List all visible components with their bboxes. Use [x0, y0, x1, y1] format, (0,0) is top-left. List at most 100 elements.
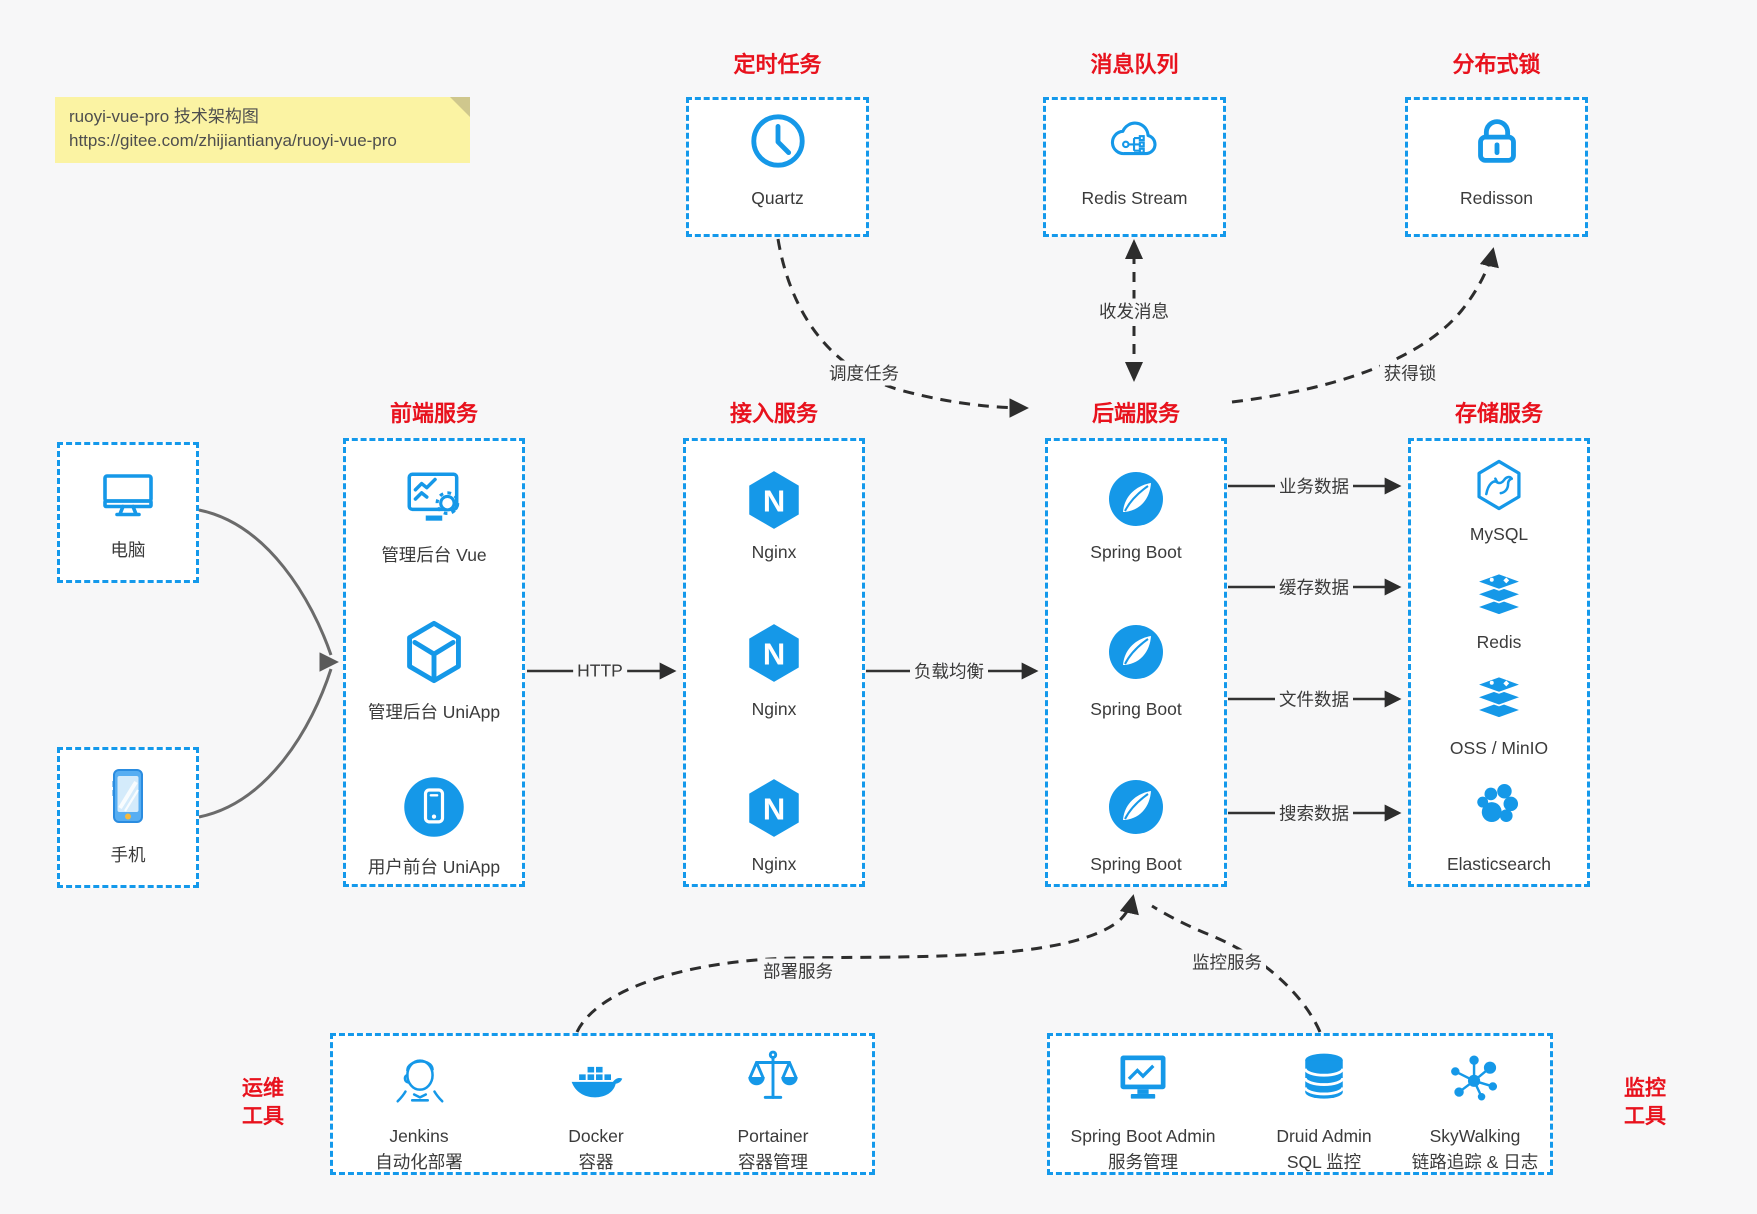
- spring-boot-label-1: Spring Boot: [1090, 542, 1182, 562]
- quartz-box: Quartz: [686, 97, 869, 237]
- portainer-sublabel: 容器管理: [738, 1152, 808, 1172]
- cloud-network-icon: [1110, 121, 1157, 156]
- skywalking-label: SkyWalking: [1429, 1126, 1521, 1146]
- group-title-frontend: 前端服务: [389, 401, 478, 426]
- spring-boot-icon: [1109, 625, 1163, 679]
- redis-stream-label: Redis Stream: [1081, 188, 1188, 208]
- load-balance-label: 负载均衡: [910, 658, 988, 684]
- ops-tools-box: Jenkins 自动化部署 Docker 容器: [330, 1033, 875, 1175]
- spring-boot-icon: [1109, 780, 1163, 834]
- edge-messages-arrow-down: [1125, 362, 1143, 382]
- group-title-message-queue: 消息队列: [1090, 52, 1179, 77]
- redis-label: Redis: [1476, 632, 1522, 652]
- elasticsearch-icon: [1477, 783, 1519, 823]
- quartz-label: Quartz: [751, 188, 804, 208]
- druid-admin-label: Druid Admin: [1276, 1126, 1372, 1146]
- deploy-label: 部署服务: [759, 958, 837, 984]
- http-label: HTTP: [573, 660, 627, 682]
- edge-messages-arrow-up: [1125, 239, 1143, 259]
- topology-icon: [1451, 1055, 1498, 1101]
- jenkins-item: Jenkins 自动化部署: [334, 1036, 504, 1172]
- lock-label: 获得锁: [1379, 360, 1441, 386]
- ops-tools-side-label: 运维 工具: [233, 1075, 293, 1131]
- spring-boot-icon: [1109, 472, 1163, 526]
- skywalking-item: SkyWalking 链路追踪 & 日志: [1385, 1036, 1565, 1172]
- pc-client-box: 电脑: [57, 442, 199, 583]
- search-data-label: 搜索数据: [1275, 800, 1353, 826]
- business-data-label: 业务数据: [1275, 473, 1353, 499]
- oss-minio-label: OSS / MinIO: [1449, 738, 1549, 758]
- nginx-icon: N: [749, 624, 799, 682]
- lock-icon: [1477, 119, 1516, 163]
- nginx-label-3: Nginx: [751, 854, 797, 874]
- user-uniapp-label: 用户前台 UniApp: [367, 857, 501, 877]
- pc-label: 电脑: [110, 540, 146, 560]
- file-data-label: 文件数据: [1275, 686, 1353, 712]
- storage-box: MySQL Redis: [1408, 438, 1590, 887]
- clock-icon: [750, 114, 805, 168]
- phone-client-box: 手机: [57, 747, 199, 888]
- database-icon: [1303, 1053, 1345, 1099]
- mysql-label: MySQL: [1469, 524, 1529, 544]
- note-title: ruoyi-vue-pro 技术架构图: [69, 107, 259, 126]
- uniapp-cube-icon: [407, 620, 461, 684]
- svg-text:N: N: [763, 483, 785, 518]
- spring-boot-admin-item: Spring Boot Admin 服务管理: [1053, 1036, 1233, 1172]
- svg-text:N: N: [763, 791, 785, 826]
- schedule-label: 调度任务: [825, 360, 903, 386]
- note-fold-corner: [450, 97, 470, 117]
- monitor-chart-icon: [1120, 1055, 1166, 1099]
- druid-admin-sublabel: SQL 监控: [1286, 1152, 1362, 1172]
- spring-boot-admin-label: Spring Boot Admin: [1070, 1126, 1216, 1146]
- admin-vue-label: 管理后台 Vue: [381, 545, 487, 565]
- note-url: https://gitee.com/zhijiantianya/ruoyi-vu…: [69, 131, 397, 150]
- edge-phone-to-frontend: [198, 668, 333, 819]
- skywalking-sublabel: 链路追踪 & 日志: [1411, 1152, 1539, 1172]
- spring-boot-label-2: Spring Boot: [1090, 699, 1182, 719]
- monitoring-label-line1: 监控: [1624, 1077, 1666, 1100]
- admin-vue-icon: [407, 472, 460, 521]
- spring-boot-label-3: Spring Boot: [1090, 854, 1182, 874]
- mobile-app-icon: [404, 777, 464, 837]
- svg-text:N: N: [763, 636, 785, 671]
- edge-lock-curve: [1231, 247, 1499, 404]
- ops-label-line2: 工具: [242, 1105, 284, 1128]
- monitoring-label-line2: 工具: [1624, 1105, 1666, 1128]
- portainer-item: Portainer 容器管理: [688, 1036, 858, 1172]
- redisson-box: Redisson: [1405, 97, 1588, 237]
- edge-pc-to-frontend: [198, 508, 333, 656]
- nginx-label-1: Nginx: [751, 542, 797, 562]
- backend-box: Spring Boot Spring Boot Spring Boot: [1045, 438, 1227, 887]
- monitoring-tools-box: Spring Boot Admin 服务管理 D: [1047, 1033, 1553, 1175]
- ops-label-line1: 运维: [242, 1077, 284, 1100]
- jenkins-icon: [396, 1059, 444, 1103]
- group-title-scheduled-tasks: 定时任务: [733, 52, 822, 77]
- docker-label: Docker: [568, 1126, 624, 1146]
- group-title-access: 接入服务: [729, 401, 818, 426]
- nginx-label-2: Nginx: [751, 699, 797, 719]
- access-box: N Nginx N Nginx N Nginx: [683, 438, 865, 887]
- monitor-label: 监控服务: [1188, 949, 1266, 975]
- elasticsearch-label: Elasticsearch: [1446, 854, 1552, 874]
- messages-label: 收发消息: [1095, 298, 1173, 324]
- desktop-icon: [103, 474, 153, 517]
- docker-icon: [571, 1066, 623, 1098]
- mysql-icon: [1477, 459, 1521, 511]
- docker-item: Docker 容器: [511, 1036, 681, 1172]
- group-title-storage: 存储服务: [1454, 401, 1543, 426]
- redis-stream-box: Redis Stream: [1043, 97, 1226, 237]
- nginx-icon: N: [749, 471, 799, 529]
- spring-boot-admin-sublabel: 服务管理: [1108, 1152, 1178, 1172]
- nginx-icon: N: [749, 779, 799, 837]
- redis-stack-icon: [1473, 572, 1525, 617]
- monitoring-tools-side-label: 监控 工具: [1612, 1075, 1678, 1131]
- admin-uniapp-label: 管理后台 UniApp: [367, 702, 501, 722]
- group-title-distributed-lock: 分布式锁: [1452, 52, 1541, 77]
- portainer-icon: [748, 1050, 798, 1099]
- smartphone-icon: [112, 769, 143, 823]
- jenkins-sublabel: 自动化部署: [375, 1152, 463, 1172]
- druid-admin-item: Druid Admin SQL 监控: [1234, 1036, 1414, 1172]
- frontend-box: 管理后台 Vue 管理后台 UniApp 用户前台 UniApp: [343, 438, 525, 887]
- phone-label: 手机: [110, 845, 146, 865]
